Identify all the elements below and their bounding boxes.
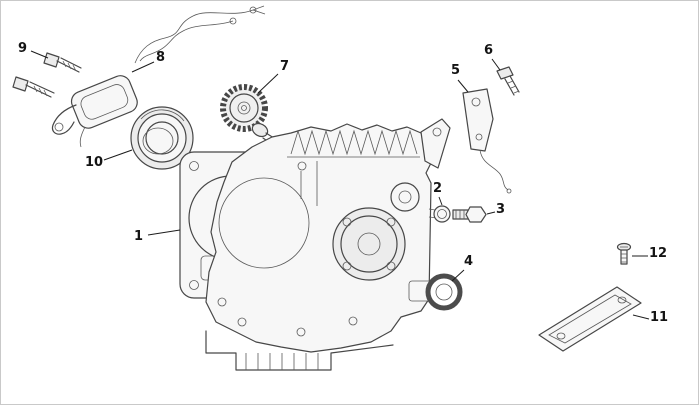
- callout-6: 6: [484, 43, 494, 58]
- callout-4: 4: [464, 254, 474, 269]
- callout-11: 11: [650, 310, 669, 325]
- leader-lines: [30, 50, 650, 320]
- callout-3: 3: [496, 202, 506, 217]
- callout-5: 5: [451, 63, 461, 78]
- callout-10: 10: [85, 155, 104, 170]
- mounting-plate-drawing: [538, 286, 642, 352]
- plate-screw-drawing: [616, 242, 632, 265]
- washer-drawing: [433, 205, 451, 223]
- oil-seal-drawing: [425, 273, 463, 311]
- bracket-bolt-drawing: [496, 66, 520, 96]
- coil-wires-drawing: [134, 5, 266, 64]
- engine-block-drawing: [205, 118, 451, 371]
- ignition-coil-drawing: [51, 75, 138, 148]
- callout-9: 9: [18, 41, 28, 56]
- drain-bolt-drawing: [452, 206, 487, 223]
- bolt-pair-drawing: [12, 52, 82, 98]
- bearing-drawing: [130, 106, 194, 170]
- callout-8: 8: [156, 50, 166, 65]
- callout-1: 1: [134, 229, 144, 244]
- governor-bracket-drawing: [462, 88, 512, 194]
- callout-12: 12: [649, 246, 668, 261]
- cam-gear-drawing: [220, 84, 278, 146]
- callout-7: 7: [280, 59, 290, 74]
- callout-2: 2: [433, 181, 443, 196]
